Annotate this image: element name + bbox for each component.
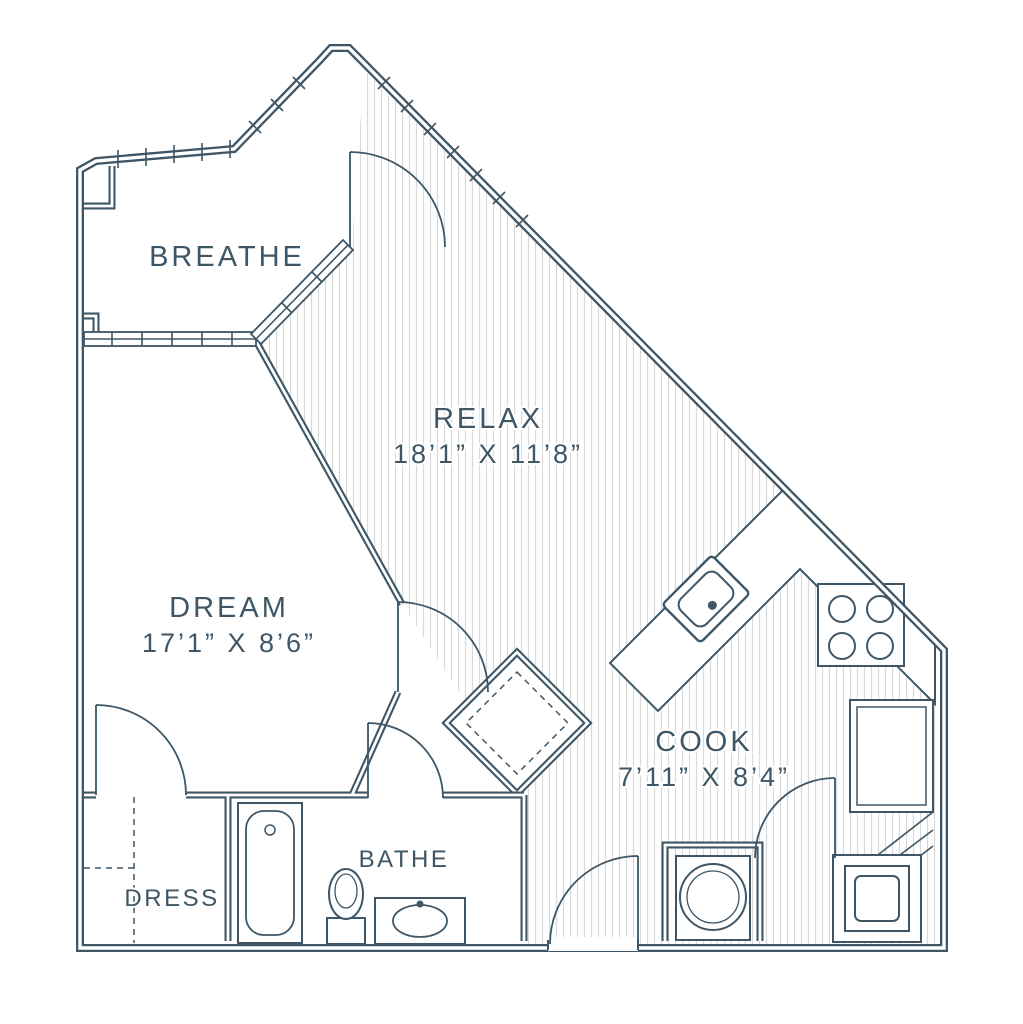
- cook-label: COOK: [655, 726, 752, 758]
- laundry-sink-icon: [832, 854, 922, 943]
- bathroom-vanity-icon: [374, 897, 466, 945]
- relax-dimensions: 18’1” X 11’8”: [393, 439, 583, 469]
- relax-label: RELAX: [433, 403, 543, 435]
- entry-door-arc: [549, 855, 639, 945]
- kitchen-counter: [608, 487, 936, 713]
- kitchen-sink-icon: [662, 555, 750, 643]
- bathe-label: BATHE: [359, 846, 450, 873]
- refrigerator-icon: [849, 699, 934, 813]
- toilet-icon: [326, 868, 366, 945]
- dream-dimensions: 17’1” X 8’6”: [142, 628, 316, 658]
- dream-label: DREAM: [169, 592, 289, 624]
- laundry-door-arc: [754, 777, 836, 859]
- hall-closet: [441, 647, 593, 799]
- bathtub-icon: [237, 802, 303, 944]
- balcony-door-arc: [349, 151, 446, 248]
- washer-icon: [675, 855, 751, 941]
- cook-dimensions: 7’11” X 8’4”: [618, 762, 790, 792]
- entry-opening: [547, 937, 639, 951]
- bathroom-fixtures: [237, 802, 466, 945]
- bedroom-door-arc: [397, 601, 489, 693]
- kitchen-fixtures: [608, 487, 936, 943]
- dress-closet-shelves: [84, 797, 135, 943]
- dress-closet-door-arc: [95, 704, 187, 796]
- balcony-window-wall: [83, 238, 355, 347]
- breathe-label: BREATHE: [149, 241, 305, 273]
- doors: [95, 151, 836, 945]
- dress-label: DRESS: [124, 885, 219, 912]
- room-labels: BREATHE RELAX 18’1” X 11’8” DREAM 17’1” …: [122, 239, 790, 914]
- floor-hatch: [258, 72, 940, 944]
- bathroom-door-arc: [367, 722, 444, 799]
- window-mullion-ticks: [117, 76, 529, 228]
